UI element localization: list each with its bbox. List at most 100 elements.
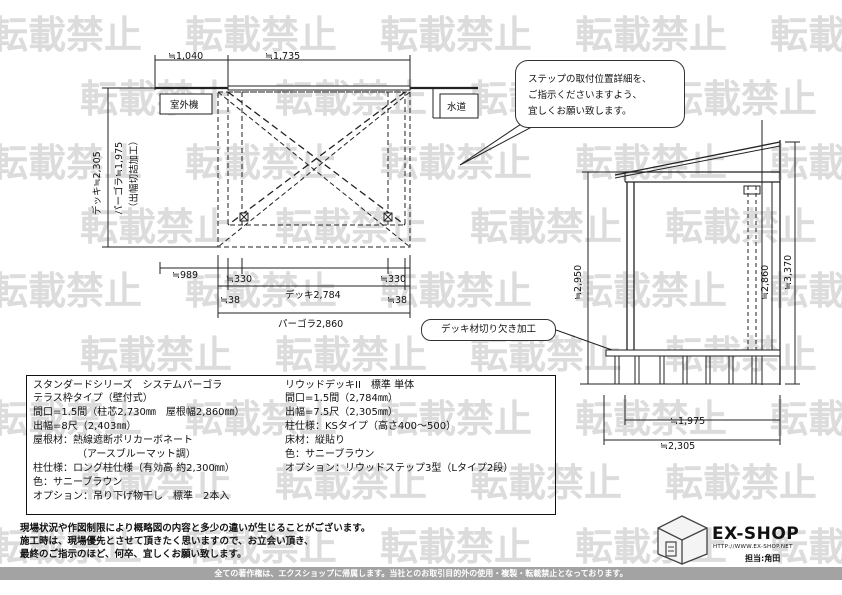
dim-label-cut-note: （出幅切詰加工） [128,136,140,212]
outdoor-unit-box [159,93,213,115]
deck-leg [728,355,734,385]
watermark-text: 転載禁止 [275,461,427,505]
pergola-cross [227,91,406,226]
dim-label-38-left: ≒38 [220,295,240,306]
dim-label-deck-width: デッキ2,784 [285,289,341,301]
watermark-text: 転載禁止 [470,205,622,249]
deck-leg [614,355,620,385]
watermark-text: 転載禁止 [380,13,532,57]
watermark-text: 転載禁止 [380,525,532,569]
dim-label-height-2950: ≒2,950 [573,265,584,300]
watermark-text: 転載禁止 [185,397,337,441]
spec-left-line: 間口=1.5間（柱芯2,730㎜ 屋根幅2,860㎜） [33,407,245,418]
spec-right-line: 間口=1.5間（2,784㎜） [285,393,398,404]
spec-right-line: オプション：リウッドステップ3型（Lタイプ2段） [285,463,514,474]
watermark-text: 転載禁止 [275,205,427,249]
deck-leg [634,355,640,385]
dim-label-pergola-depth: パーゴラ≒1,975 [113,142,125,215]
outdoor-unit-label: 室外機 [170,99,199,111]
spec-left-line: 出幅=8尺（2,403㎜） [33,421,137,432]
side-roof [614,145,781,179]
spec-box: スタンダードシリーズ システムパーゴラ テラス枠タイプ（壁付式） 間口=1.5間… [26,375,556,515]
window-opening [227,85,411,91]
side-roof [614,141,781,176]
dim-label-height-3370: ≒3,370 [783,255,794,290]
watermark-text: 転載禁止 [80,333,232,377]
dim-label-height-2860: ≒2,860 [760,265,771,300]
water-box [439,93,479,119]
deck-notch-callout: デッキ材切り欠き加工 [421,319,556,341]
watermark-text: 転載禁止 [770,397,842,441]
watermark-text: 転載禁止 [275,333,427,377]
watermark-text: 転載禁止 [0,269,142,313]
deck-leg [682,355,688,385]
deck-leg [659,355,665,385]
watermark-text: 転載禁止 [185,141,337,185]
watermark-text: 転載禁止 [80,461,232,505]
spec-right-line: 出幅=7.5尺（2,305㎜） [285,407,398,418]
copyright-footer: 全ての著作権は、エクスショップに帰属します。当社とのお取引目的外の使用・複製・転… [0,567,842,580]
ex-shop-url: HTTP://WWW.EX-SHOP.NET [713,544,793,550]
spec-left-line: 屋根材：熱線遮断ポリカーボネート [33,435,193,446]
dim-label-top-1: ≒1,040 [168,51,203,62]
speech-line: ご指示くださいますよう、 [528,90,643,101]
deck-leg [751,355,757,385]
post-marker [239,212,249,222]
spec-left-line: 色：サニーブラウン [33,477,123,488]
pergola-outline [227,91,406,226]
watermark-text: 転載禁止 [380,397,532,441]
dim-label-pergola-width: パーゴラ2,860 [278,318,343,330]
watermark-text: 転載禁止 [575,141,727,185]
notice-line: 現場状況や作図制限により概略図の内容と多少の違いが生じることがございます。 [20,523,371,534]
watermark-text: 転載禁止 [770,269,842,313]
speech-bubble: ステップの取付位置詳細を、 ご指示くださいますよう、 宜しくお願い致します。 [515,60,685,128]
watermark-text: 転載禁止 [0,397,142,441]
watermark-text: 転載禁止 [770,525,842,569]
spec-left-line: オプション：吊り下げ物干し 標準 2本入 [33,491,230,502]
spec-right-line: 床材：縦貼り [285,435,345,446]
watermark-text: 転載禁止 [185,525,337,569]
watermark-text: 転載禁止 [0,13,142,57]
ex-shop-logo-text: EX-SHOP [712,524,800,544]
watermark-text: 転載禁止 [185,13,337,57]
spec-left-line: 柱仕様：ロング柱仕様（有効高 約2,300㎜） [33,463,235,474]
speech-line: 宜しくお願い致します。 [528,106,632,117]
side-bracket [743,185,761,195]
spec-left-line: （アースブルーマット調） [77,449,196,460]
dim-label-deck-depth: デッキ≒2,305 [91,151,103,215]
spec-left-line: テラス枠タイプ（壁付式） [33,393,153,404]
dim-label-330-left: ≒330 [226,274,252,285]
watermark-text: 転載禁止 [185,269,337,313]
watermark-text: 転載禁止 [575,269,727,313]
watermark-text: 転載禁止 [575,397,727,441]
spec-right-line: 色：サニーブラウン [285,449,375,460]
speech-line: ステップの取付位置詳細を、 [528,74,652,85]
watermark-text: 転載禁止 [0,141,142,185]
dim-label-side-2305: ≒2,305 [660,441,695,452]
spec-right-line: リウッドデッキII 標準 単体 [285,380,415,391]
callout-pointer [555,329,613,351]
bubble-pointer [459,117,531,166]
dim-label-330-right: ≒330 [380,274,406,285]
notice-line: 施工時は、現場優先とさせて頂きたく思いますので、お立会い頂き、 [20,536,314,547]
person-in-charge: 担当:角田 [745,554,781,563]
spec-left-line: スタンダードシリーズ システムパーゴラ [33,380,223,391]
dim-label-top-2: ≒1,735 [265,51,300,62]
dim-label-38-right: ≒38 [387,295,407,306]
deck-cross [217,91,411,248]
spec-right-line: 柱仕様：KSタイプ（高さ400～500） [285,421,457,432]
dim-label-side-1975: ≒1,975 [670,416,705,427]
side-deck [605,349,781,357]
dim-label-989: ≒989 [172,270,198,281]
watermark-text: 転載禁止 [80,205,232,249]
ex-shop-logo-icon [657,515,708,565]
watermark-text: 転載禁止 [575,13,727,57]
watermark-text: 転載禁止 [470,461,622,505]
watermark-text: 転載禁止 [665,205,817,249]
watermark-text: 転載禁止 [770,141,842,185]
post-marker [383,212,393,222]
site-notice: 現場状況や作図制限により概略図の内容と多少の違いが生じることがございます。 施工… [20,522,370,561]
watermark-text: 転載禁止 [665,77,817,121]
watermark-text: 転載禁止 [0,525,142,569]
